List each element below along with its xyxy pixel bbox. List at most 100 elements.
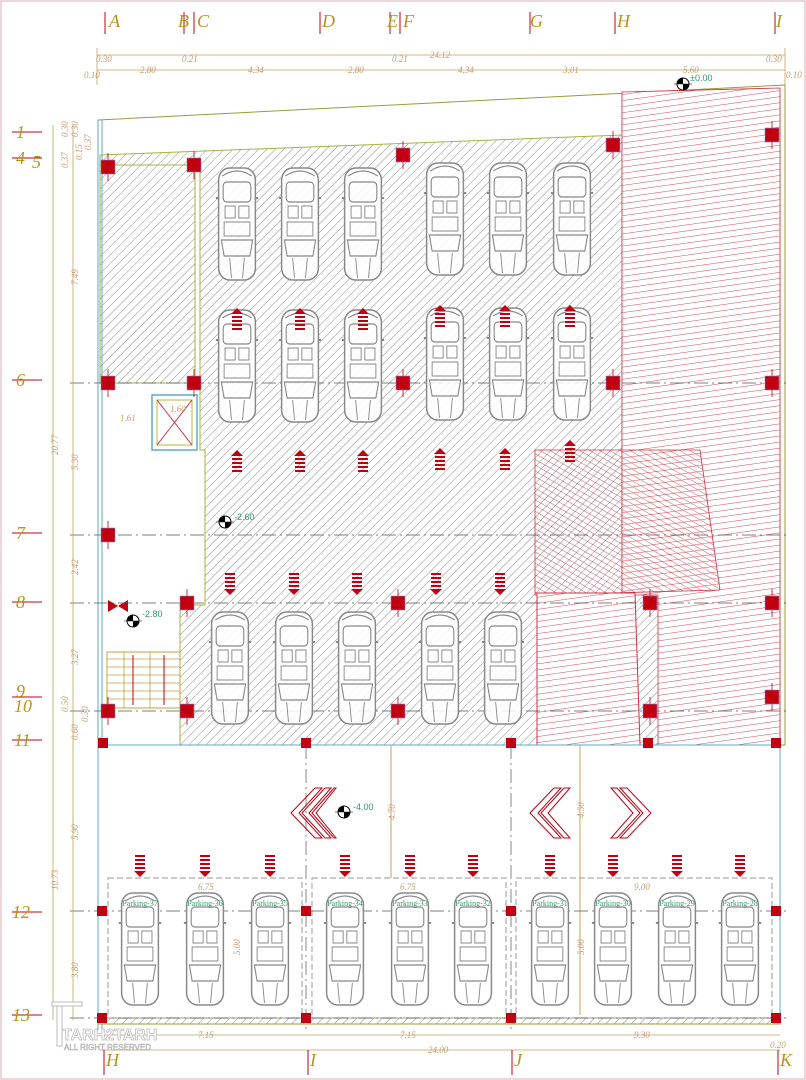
dim-top-segment: 2.80	[140, 65, 156, 75]
dim-left-segment: 3.80	[70, 962, 80, 979]
left-dims: 20.77 10.73 7.49 5.30 2.42 3.27 0.50 0.6…	[50, 121, 93, 979]
dim-bottom-segment: 0.20	[770, 1040, 786, 1050]
parking-label: Parking-29	[659, 899, 695, 908]
column	[506, 738, 516, 748]
grid-labels-bottom-ticks	[103, 1050, 779, 1075]
parked-car	[277, 167, 323, 281]
parked-car	[334, 611, 380, 725]
parked-car	[422, 307, 468, 421]
parked-car	[485, 307, 531, 421]
dim-left-small: 0.15	[74, 144, 84, 160]
grid-label-f: F	[402, 11, 415, 31]
column	[186, 157, 202, 173]
column	[506, 906, 516, 916]
grid-row-6: 6	[16, 370, 25, 390]
ramp-chevrons	[290, 787, 652, 839]
parked-car	[271, 611, 317, 725]
dim-left-segment: 7.49	[70, 269, 80, 285]
parked-car	[549, 307, 595, 421]
dim-top-segment: 3.01	[562, 65, 579, 75]
parking-space	[387, 892, 433, 1006]
column	[97, 1013, 107, 1023]
parking-space	[117, 892, 163, 1006]
parked-car	[214, 167, 260, 281]
parking-label: Parking-31	[532, 899, 568, 908]
dim-left-segment: 0.50	[60, 696, 70, 712]
parked-car	[422, 162, 468, 276]
column	[97, 906, 107, 916]
logo-name: TARH2TARH	[62, 1027, 157, 1044]
level-stair: -2.80	[142, 609, 163, 619]
grid-label-bottom-i: I	[309, 1050, 317, 1070]
grid-label-a: A	[108, 11, 121, 31]
parking-space	[182, 892, 228, 1006]
column	[179, 595, 195, 611]
dim-ramp: 4.70	[387, 804, 397, 820]
grid-row-11: 11	[14, 730, 31, 750]
column	[100, 703, 116, 719]
dim-bottom-segment: 7.15	[400, 1030, 416, 1040]
dim-top-small: 0.30	[766, 54, 782, 64]
column	[98, 738, 108, 748]
parked-car	[340, 167, 386, 281]
top-dimension-lines	[96, 48, 786, 85]
grid-row-10: 10	[14, 696, 32, 716]
dim-bottom-segment: 9.30	[634, 1030, 650, 1040]
grid-labels-top	[104, 12, 776, 34]
parking-label: Parking-28	[722, 899, 758, 908]
parked-car	[277, 309, 323, 423]
dim-left-small: 0.37	[60, 152, 70, 168]
parking-label: Parking-30	[595, 899, 631, 908]
left-dimension-lines	[52, 125, 74, 1020]
parked-car	[417, 611, 463, 725]
dim-lift: 1.61	[120, 413, 136, 423]
parked-car	[480, 611, 526, 725]
grid-row-9: 9	[16, 681, 25, 701]
grid-row-5: 5	[32, 152, 41, 172]
level-parking-upper: -2.60	[234, 512, 255, 522]
column	[764, 127, 780, 143]
parked-car	[549, 162, 595, 276]
column	[764, 689, 780, 705]
parking-label: Parking-36	[187, 899, 223, 908]
parked-car	[214, 309, 260, 423]
dim-lift: 1.60	[170, 404, 186, 414]
grid-row-1: 1	[16, 122, 25, 142]
dim-top-segment: 2.80	[348, 65, 364, 75]
grid-label-e: E	[386, 11, 398, 31]
bottom-dimension-lines	[100, 1034, 780, 1051]
parking-space	[322, 892, 368, 1006]
parking-space	[527, 892, 573, 1006]
dim-bay-width: 6.75	[400, 882, 416, 892]
grid-label-bottom-j: J	[514, 1050, 523, 1070]
dim-bay-width: 9.00	[634, 882, 650, 892]
dim-top-segment: 4.34	[248, 65, 264, 75]
column	[642, 703, 658, 719]
dim-ramp: 4.50	[576, 802, 586, 818]
parking-space	[654, 892, 700, 1006]
grid-row-13: 13	[12, 1005, 30, 1025]
dim-left-segment: 2.42	[70, 559, 80, 575]
dim-left-segment: 5.90	[70, 824, 80, 840]
parking-label: Parking-35	[252, 899, 288, 908]
dim-left-small: 0.30	[80, 706, 90, 722]
column	[506, 1013, 516, 1023]
staircase	[106, 651, 181, 709]
grid-row-4: 4	[16, 148, 25, 168]
column	[605, 375, 621, 391]
column	[764, 375, 780, 391]
grid-label-bottom-h: H	[105, 1050, 120, 1070]
dim-left-small: 0.37	[83, 134, 93, 150]
elevator	[151, 394, 198, 451]
logo-tagline: ALL RIGHT RESERVED	[64, 1043, 151, 1052]
dim-bay-width: 6.75	[198, 882, 214, 892]
column	[395, 375, 411, 391]
column	[390, 703, 406, 719]
dim-top-small: 0.10	[786, 70, 802, 80]
column	[771, 906, 781, 916]
grid-label-bottom-k: K	[779, 1050, 793, 1070]
grid-row-12: 12	[12, 902, 30, 922]
dim-left-total: 20.77	[50, 434, 60, 455]
column	[643, 738, 653, 748]
